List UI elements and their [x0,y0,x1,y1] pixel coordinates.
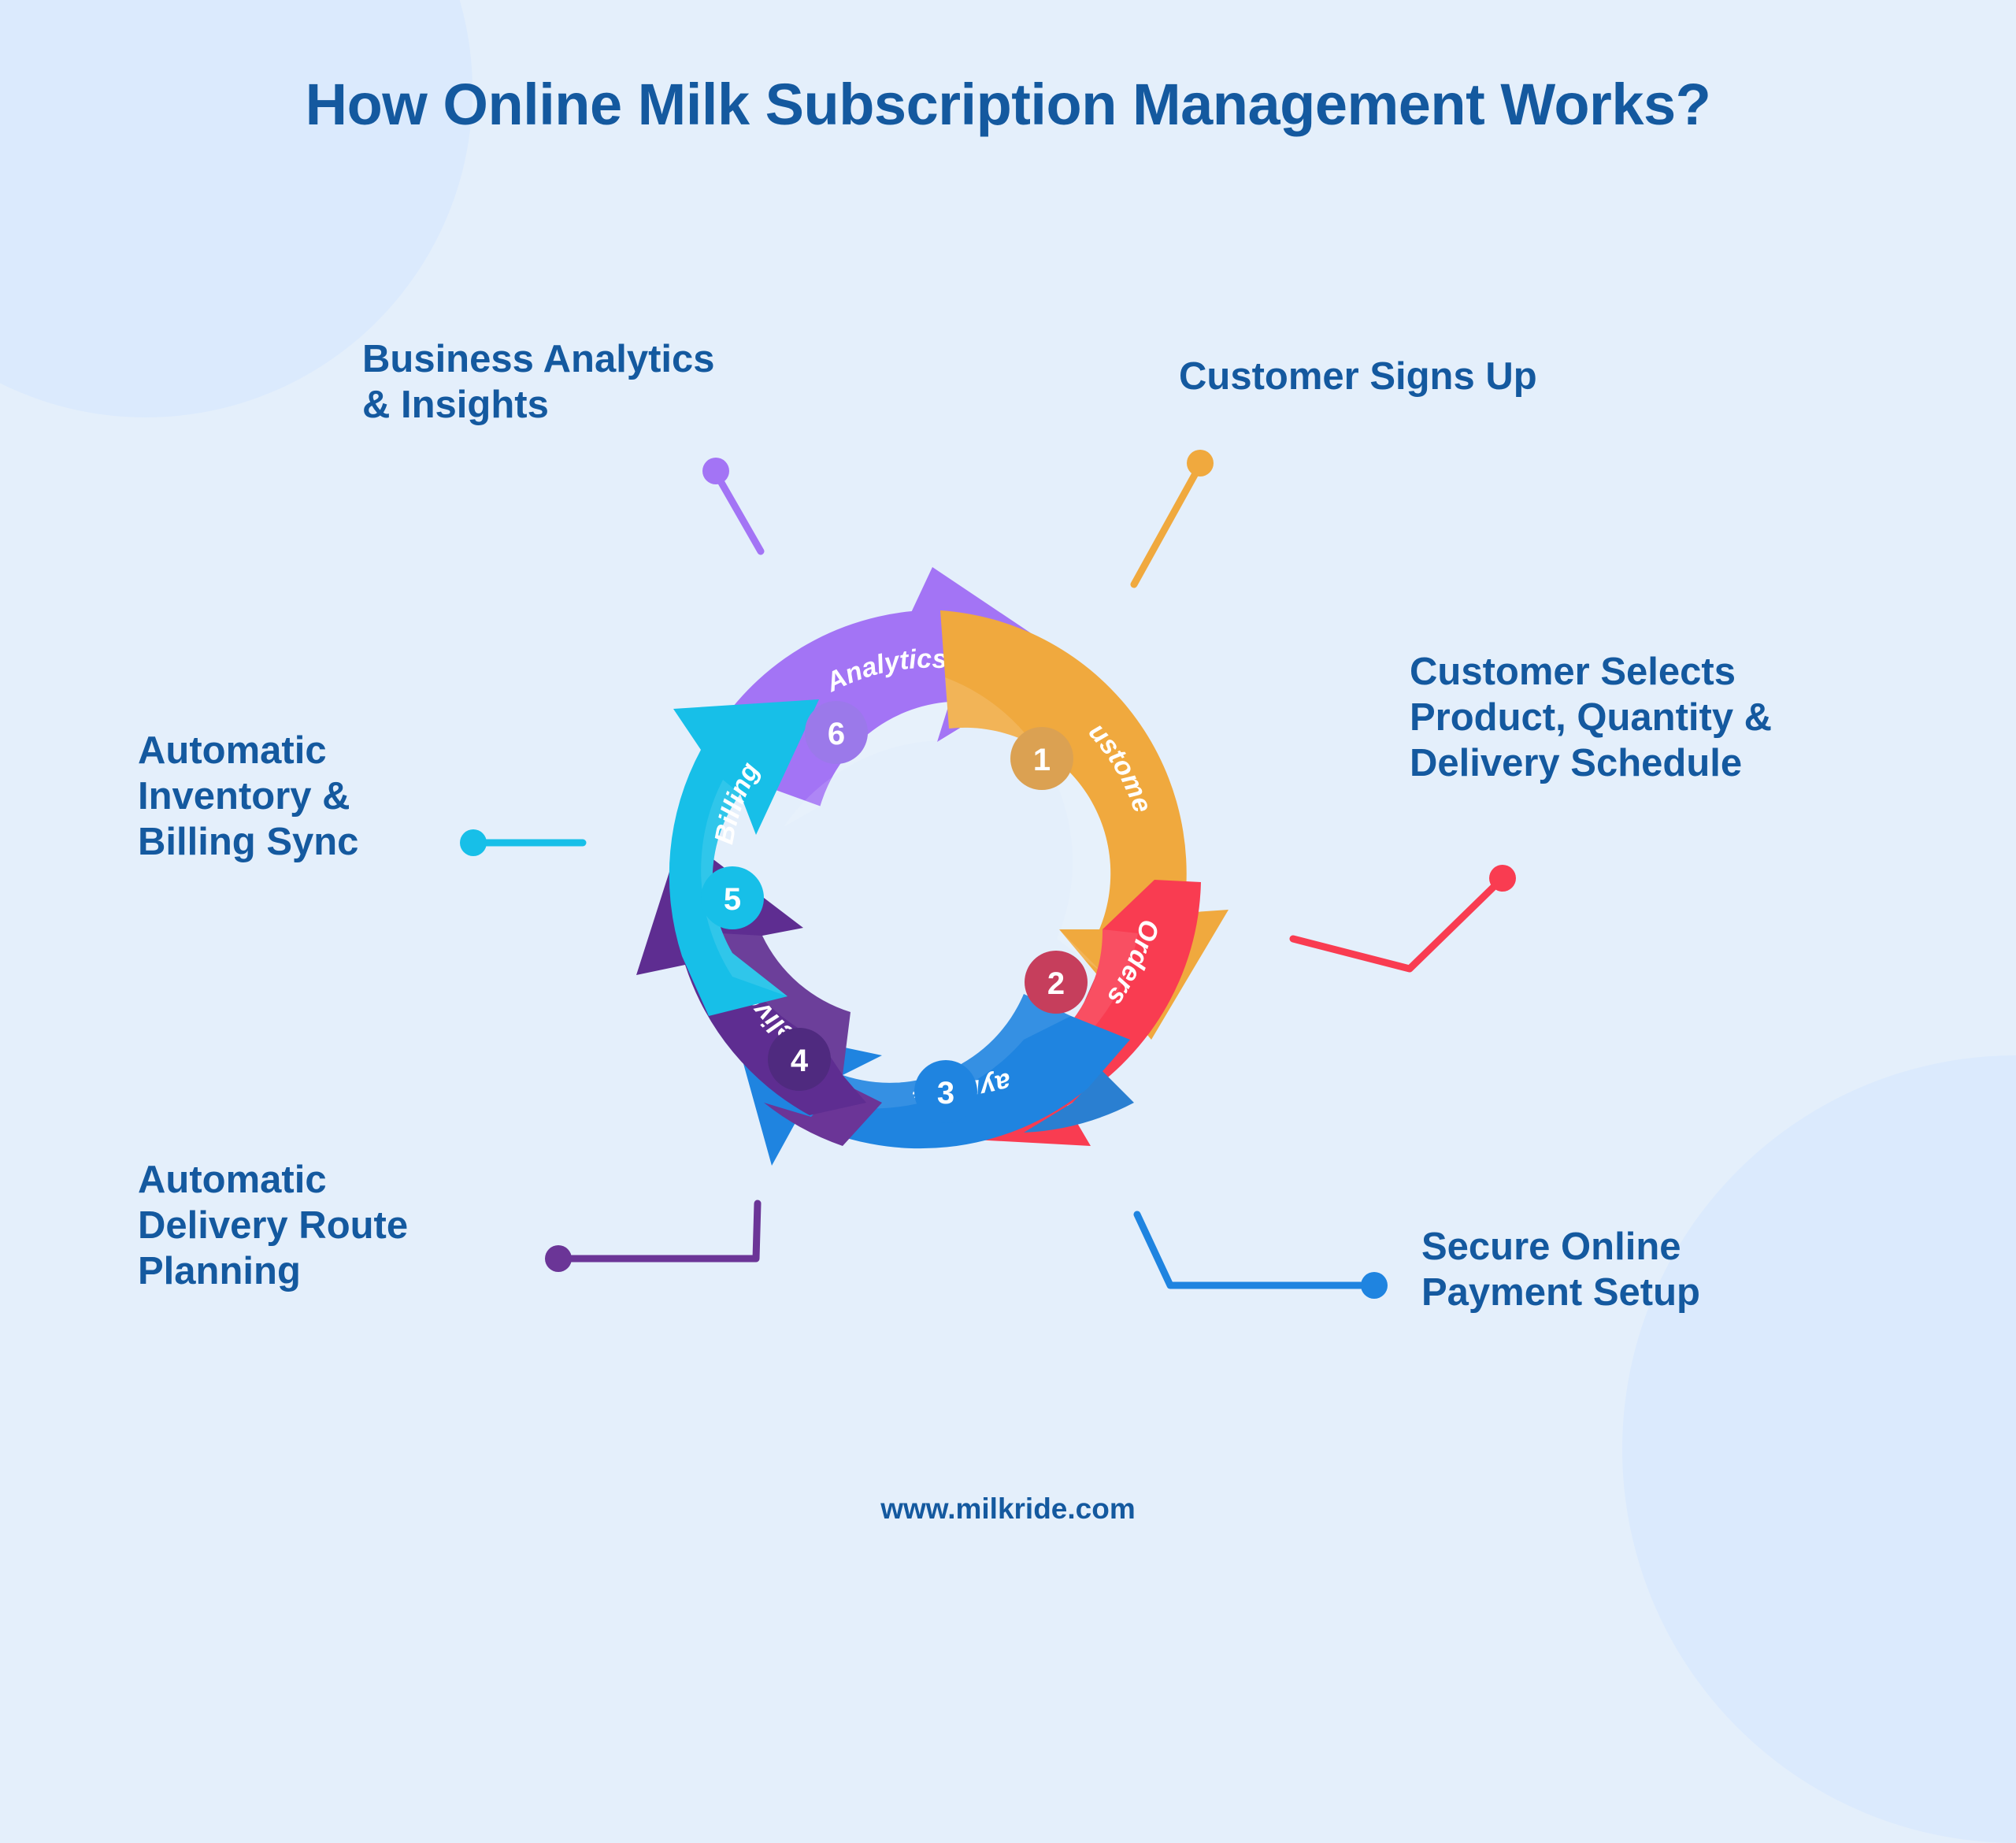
badge-1[interactable]: 1 [1010,727,1073,790]
callout-automatic-delivery-route-planning: Automatic Delivery Route Planning [138,1159,409,1292]
segment-delivery-highlight [721,933,850,1075]
badge-6-number: 6 [828,717,845,751]
callout-business-analytics-insights: Business Analytics & Insights [362,338,715,426]
segment-customer-highlight [945,677,1111,973]
callout-automatic-inventory-billing-sync: Automatic Inventory & Billing Sync [138,729,359,863]
segment-orders-highlight [1016,929,1138,1083]
badge-2[interactable]: 2 [1025,951,1088,1014]
footer-website-url: www.milkride.com [880,1493,1136,1525]
callout-secure-online-payment-setup: Secure Online Payment Setup [1421,1226,1700,1314]
infographic-canvas: How Online Milk Subscription Management … [138,72,1773,1525]
segment-analytics-highlight [784,689,1024,827]
callout-customer-selects-product: Customer Selects Product, Quantity & Del… [1410,651,1773,784]
wheel-segments: Analytics Customer Orders [472,410,1228,1166]
segment-payments-highlight [827,994,1071,1109]
process-wheel: Analytics Customer Orders [472,410,1228,1166]
segment-billing[interactable]: Billing [669,699,819,1016]
segment-billing-highlight [701,780,788,996]
callout-customer-signs-up: Customer Signs Up [1179,355,1537,398]
badge-4[interactable]: 4 [768,1028,831,1091]
badge-6[interactable]: 6 [805,701,868,764]
badge-1-number: 1 [1033,743,1051,777]
segment-number-badges: 1 2 3 4 5 [701,701,1088,1123]
badge-3[interactable]: 3 [914,1060,977,1123]
segment-billing-body [669,699,819,1016]
decorative-circle-bottom-right [1622,1055,2016,1843]
segment-payments-shadow [1024,1071,1134,1133]
badge-3-number: 3 [937,1076,954,1111]
badge-5[interactable]: 5 [701,866,764,929]
badge-2-number: 2 [1047,966,1065,1001]
badge-4-number: 4 [791,1044,809,1078]
badge-5-number: 5 [724,882,741,917]
page-title: How Online Milk Subscription Management … [305,72,1711,137]
